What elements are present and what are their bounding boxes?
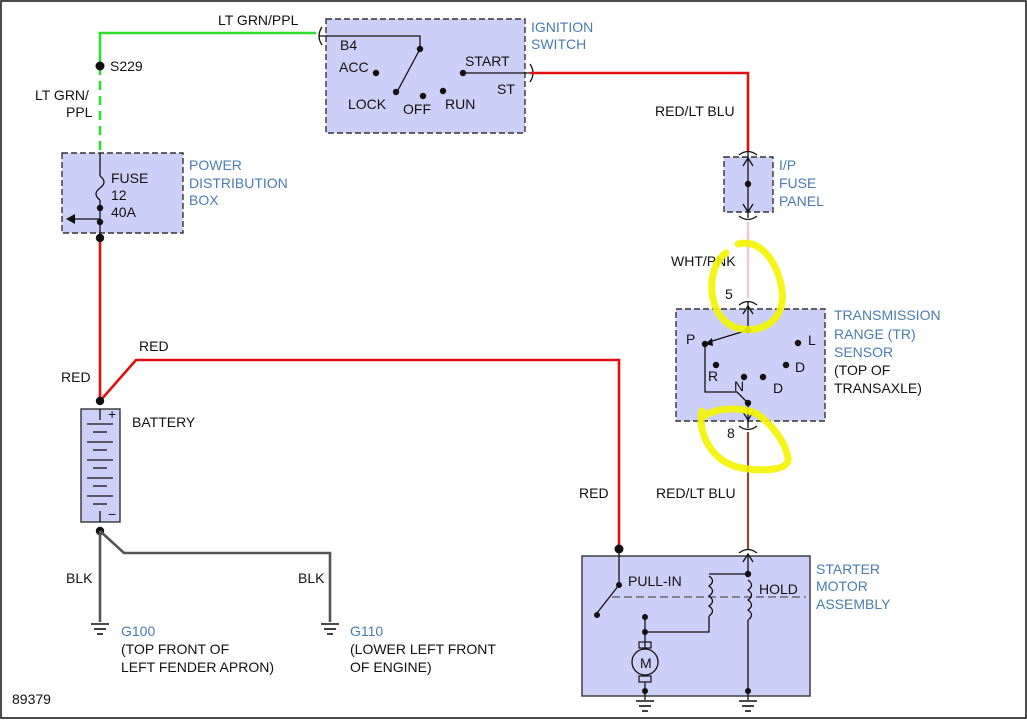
ip-fuse-bottom-connector xyxy=(738,215,758,221)
ground-g110-desc-2: OF ENGINE) xyxy=(350,659,432,675)
tr-r-label: R xyxy=(708,368,718,384)
figure-id: 89379 xyxy=(12,691,51,707)
pdb-caption-3: BOX xyxy=(189,192,219,208)
power-distribution-box: FUSE 12 40A POWER DISTRIBUTION BOX xyxy=(61,152,288,238)
ground-g100-desc-2: LEFT FENDER APRON) xyxy=(121,659,274,675)
starter-motor-assembly: M PULL-IN HOLD STARTER MOTOR ASSEMBLY xyxy=(581,548,891,712)
fuse-label-1: FUSE xyxy=(111,170,148,186)
splice-label: S229 xyxy=(110,58,143,74)
pdb-arrow-icon xyxy=(66,214,75,224)
ignition-input-connector xyxy=(318,26,323,46)
wire-label-blk-right: BLK xyxy=(298,570,325,586)
pull-in-label: PULL-IN xyxy=(628,573,682,589)
tr-pin-8: 8 xyxy=(727,425,735,441)
lt-grn-ppl-circuit: S229 LT GRN/PPL LT GRN/ PPL xyxy=(35,12,316,153)
ignition-b4-wire xyxy=(319,35,421,49)
tr-caption-1: TRANSMISSION xyxy=(834,307,941,323)
motor-symbol xyxy=(631,648,659,676)
ip-fuse-top-connector xyxy=(738,150,758,156)
fuse-12-icon xyxy=(95,175,105,201)
ip-fuse-caption-2: FUSE xyxy=(779,175,816,191)
hold-coil xyxy=(746,579,753,621)
tr-p-label: P xyxy=(686,331,695,347)
highlight-pin8-icon xyxy=(697,405,792,474)
tr-sensor: P R N D D L 5 8 TRANSMISSION RANGE (TR) … xyxy=(675,286,941,441)
battery: + − BATTERY xyxy=(80,406,196,523)
motor-label: M xyxy=(640,655,652,671)
ground-circuit: BLK BLK G100 (TOP FRONT OF LEFT FENDER A… xyxy=(66,526,496,675)
wire-label-red-main: RED xyxy=(139,338,169,354)
ground-g100-id: G100 xyxy=(121,623,155,639)
tr-caption-2: RANGE (TR) xyxy=(834,326,916,342)
green-wire-top xyxy=(98,31,316,66)
ignition-acc-label: ACC xyxy=(339,59,369,75)
wire-label-blk-left: BLK xyxy=(66,570,93,586)
battery-label: BATTERY xyxy=(132,414,196,430)
hold-label: HOLD xyxy=(759,581,798,597)
splice-s229 xyxy=(95,61,105,71)
wire-label-left-green-2: PPL xyxy=(66,104,93,120)
starter-connector xyxy=(738,548,758,554)
ignition-st-label: ST xyxy=(497,81,515,97)
tr-pin5-connector xyxy=(738,300,758,306)
starter-ground-right-icon xyxy=(739,700,757,712)
pdb-caption-1: POWER xyxy=(189,157,242,173)
tr-d1-label: D xyxy=(795,359,805,375)
ground-g110-id: G110 xyxy=(350,623,383,639)
tr-d2-label: D xyxy=(773,380,783,396)
ground-g110-desc-1: (LOWER LEFT FRONT xyxy=(350,641,496,657)
blk-wire-g110 xyxy=(99,530,332,622)
ip-fuse-caption-3: PANEL xyxy=(779,193,824,209)
ignition-switch-arm xyxy=(396,48,421,93)
ip-fuse-panel: I/P FUSE PANEL xyxy=(723,150,824,221)
tr-note-2: TRANSAXLE) xyxy=(834,380,922,396)
battery-minus: − xyxy=(108,506,116,522)
starter-caption-1: STARTER xyxy=(816,561,880,577)
starter-ground-left-icon xyxy=(636,700,654,712)
wire-label-red-starter: RED xyxy=(579,485,609,501)
ground-g100-icon xyxy=(91,623,109,635)
ignition-start-label: START xyxy=(465,53,510,69)
tr-pin8-connector xyxy=(738,425,758,431)
ignition-off-label: OFF xyxy=(403,101,431,117)
ignition-lock-label: LOCK xyxy=(348,96,387,112)
ground-g110-icon xyxy=(321,623,339,635)
wire-label-red-lt-blu-top: RED/LT BLU xyxy=(655,103,735,119)
pdb-box xyxy=(61,152,184,234)
battery-plus: + xyxy=(108,406,116,422)
ground-g100-desc-1: (TOP FRONT OF xyxy=(121,641,229,657)
tr-note-1: (TOP OF xyxy=(834,362,890,378)
ignition-switch-box xyxy=(325,18,526,134)
red-wire-battery-starter xyxy=(99,358,621,549)
red-circuit: RED RED RED RED/LT BLU xyxy=(61,71,750,554)
ignition-switch: B4 ACC LOCK OFF RUN START ST IGNITION SW… xyxy=(318,18,593,134)
pull-in-coil xyxy=(707,575,714,617)
tr-n-label: N xyxy=(734,378,744,394)
starter-caption-3: ASSEMBLY xyxy=(816,596,891,612)
ignition-caption-2: SWITCH xyxy=(531,36,586,52)
tr-pin-5: 5 xyxy=(725,286,733,302)
fuse-label-3: 40A xyxy=(111,204,137,220)
ignition-b4-label: B4 xyxy=(340,37,357,53)
starter-box xyxy=(581,555,811,697)
wire-label-red-battery: RED xyxy=(61,369,91,385)
tr-caption-3: SENSOR xyxy=(834,344,893,360)
red-lt-blu-wire-top xyxy=(530,71,750,152)
highlight-pin5-icon xyxy=(708,239,786,333)
fuse-label-2: 12 xyxy=(111,187,127,203)
ip-fuse-caption-1: I/P xyxy=(779,157,796,173)
wire-label-left-green-1: LT GRN/ xyxy=(35,87,89,103)
wire-label-top-green: LT GRN/PPL xyxy=(218,12,299,28)
ignition-caption-1: IGNITION xyxy=(531,19,593,35)
wire-label-red-lt-blu-bottom: RED/LT BLU xyxy=(656,485,736,501)
battery-box xyxy=(80,408,121,523)
starter-caption-2: MOTOR xyxy=(816,578,868,594)
tr-l-label: L xyxy=(808,332,816,348)
pdb-caption-2: DISTRIBUTION xyxy=(189,175,288,191)
ignition-run-label: RUN xyxy=(445,96,475,112)
